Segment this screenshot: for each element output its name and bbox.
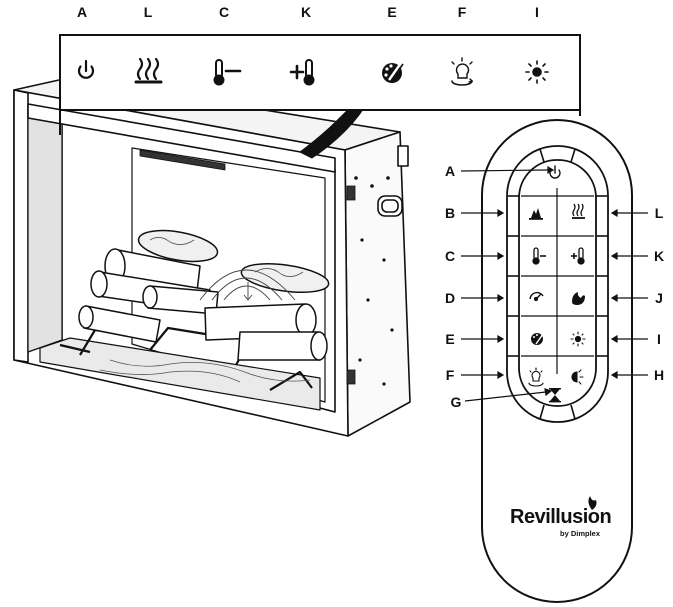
brand-subtitle: by Dimplex	[560, 529, 601, 538]
top-label-e: E	[387, 4, 397, 20]
palette-icon[interactable]	[531, 333, 544, 345]
temp-up-icon[interactable]	[571, 247, 585, 265]
temp-down-icon[interactable]	[213, 59, 242, 86]
temp-up-icon[interactable]	[289, 59, 315, 86]
remote-label-b: B	[444, 205, 456, 221]
temp-down-icon[interactable]	[532, 247, 546, 265]
heat-icon[interactable]	[572, 203, 585, 219]
remote-label-a: A	[444, 163, 456, 179]
brightness-icon[interactable]	[570, 331, 586, 347]
remote-label-l: L	[654, 205, 664, 221]
remote-label-k: K	[653, 248, 665, 264]
remote-label-i: I	[657, 331, 661, 347]
top-label-k: K	[300, 4, 312, 20]
remote-label-c: C	[444, 248, 456, 264]
remote-label-j: J	[655, 290, 663, 306]
fireplace-insert	[13, 77, 411, 437]
top-label-c: C	[218, 4, 230, 20]
remote-label-g: G	[450, 394, 462, 410]
remote-label-f: F	[445, 367, 455, 383]
remote-control	[481, 119, 633, 603]
brightness-icon[interactable]	[525, 60, 549, 84]
remote-label-e: E	[445, 331, 455, 347]
top-label-a: A	[76, 4, 88, 20]
brand-flame-mark	[588, 496, 597, 510]
dim-icon[interactable]	[571, 369, 584, 385]
top-label-l: L	[143, 4, 153, 20]
top-label-i: I	[535, 4, 539, 20]
ember-icon[interactable]	[572, 292, 585, 305]
control-panel	[59, 34, 581, 135]
light-cycle-icon[interactable]	[451, 57, 474, 86]
timer-icon[interactable]	[549, 388, 561, 403]
flame-speed-icon[interactable]	[529, 291, 544, 302]
heat-icon[interactable]	[134, 57, 163, 84]
leader-lines	[460, 165, 648, 402]
power-icon[interactable]	[77, 59, 95, 79]
remote-label-d: D	[444, 290, 456, 306]
flame-icon[interactable]	[529, 208, 543, 220]
remote-label-h: H	[653, 367, 665, 383]
palette-icon[interactable]	[382, 62, 404, 83]
brand-logo: Revillusion	[510, 506, 612, 528]
light-cycle-icon[interactable]	[528, 367, 544, 387]
top-label-f: F	[457, 4, 467, 20]
